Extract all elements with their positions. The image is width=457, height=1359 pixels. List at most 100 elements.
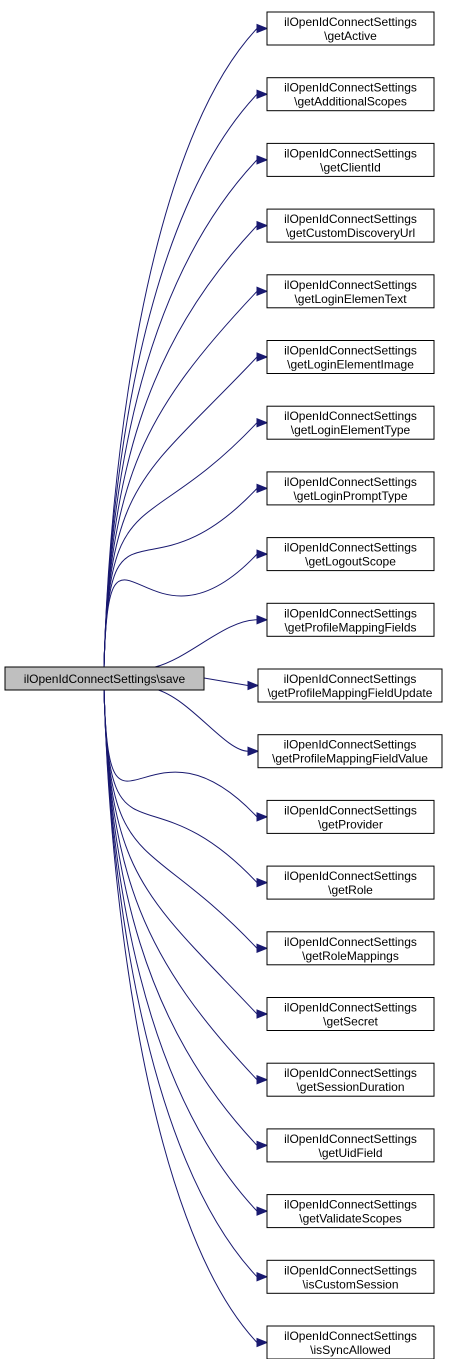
node-box	[266, 799, 435, 834]
node-class-label: ilOpenIdConnectSettings	[284, 935, 417, 949]
node-method-label: \getRoleMappings	[302, 949, 399, 963]
arrowhead-getClientId	[256, 155, 269, 165]
edge-to-getLoginElementType	[103, 422, 258, 668]
edge-to-getLoginElemenText	[103, 290, 258, 668]
node-class-label: ilOpenIdConnectSettings	[284, 672, 417, 686]
arrowhead-getSessionDuration	[256, 1074, 269, 1085]
node-class-label: ilOpenIdConnectSettings	[284, 146, 417, 160]
node-getCustomDiscoveryUrl[interactable]: ilOpenIdConnectSettings\getCustomDiscove…	[266, 208, 435, 243]
node-class-label: ilOpenIdConnectSettings	[284, 738, 417, 752]
edge-to-getLoginPromptType	[103, 488, 258, 668]
edge-to-getValidateScopes	[103, 688, 258, 1212]
node-class-label: ilOpenIdConnectSettings	[284, 15, 417, 29]
node-class-label: ilOpenIdConnectSettings	[284, 1198, 417, 1212]
node-box	[266, 1325, 435, 1359]
node-box	[266, 11, 435, 46]
arrowhead-getLoginElemenText	[256, 286, 269, 297]
node-method-label: \getProfileMappingFieldUpdate	[268, 686, 433, 700]
node-getClientId[interactable]: ilOpenIdConnectSettings\getClientId	[266, 142, 435, 177]
node-method-label: \getSecret	[323, 1015, 378, 1029]
node-class-label: ilOpenIdConnectSettings	[284, 803, 417, 817]
node-box	[266, 537, 435, 572]
node-getSessionDuration[interactable]: ilOpenIdConnectSettings\getSessionDurati…	[266, 1062, 435, 1097]
node-box	[266, 77, 435, 112]
node-box	[257, 668, 443, 703]
node-getRole[interactable]: ilOpenIdConnectSettings\getRole	[266, 865, 435, 900]
edge-to-getProfileMappingFieldValue	[154, 688, 249, 752]
node-method-label: \getClientId	[320, 160, 381, 174]
node-method-label: \getProfileMappingFields	[284, 620, 416, 634]
node-box	[266, 471, 435, 506]
edge-to-getProfileMappingFieldUpdate	[203, 677, 249, 686]
node-method-label: \getCustomDiscoveryUrl	[286, 226, 415, 240]
node-box	[266, 997, 435, 1031]
edge-to-getLoginElementImage	[103, 356, 258, 668]
node-method-label: \getRole	[328, 883, 373, 897]
arrowhead-getProfileMappingFieldValue	[247, 746, 260, 756]
node-isSyncAllowed[interactable]: ilOpenIdConnectSettings\isSyncAllowed	[266, 1325, 435, 1359]
node-box	[266, 931, 435, 966]
arrowhead-getLoginPromptType	[256, 483, 269, 494]
edge-to-getLogoutScope	[103, 553, 258, 668]
arrowhead-getProvider	[256, 812, 269, 822]
arrowhead-getValidateScopes	[256, 1206, 269, 1216]
node-getLoginPromptType[interactable]: ilOpenIdConnectSettings\getLoginPromptTy…	[266, 471, 435, 506]
node-getLoginElemenText[interactable]: ilOpenIdConnectSettings\getLoginElemenTe…	[266, 274, 435, 309]
node-box	[266, 142, 435, 177]
node-method-label: \getProfileMappingFieldValue	[272, 752, 428, 766]
edge-to-getClientId	[103, 159, 258, 668]
node-box	[257, 734, 443, 769]
node-method-label: \getAdditionalScopes	[294, 95, 407, 109]
edge-to-getProvider	[103, 688, 258, 818]
arrowhead-getLogoutScope	[256, 549, 269, 559]
node-class-label: ilOpenIdConnectSettings	[284, 1066, 417, 1080]
node-class-label: ilOpenIdConnectSettings	[284, 1263, 417, 1277]
arrowhead-getProfileMappingFields	[256, 615, 269, 625]
node-getUidField[interactable]: ilOpenIdConnectSettings\getUidField	[266, 1128, 435, 1163]
node-box	[266, 405, 435, 440]
arrowhead-getLoginElementType	[256, 417, 269, 428]
node-method-label: \getLoginElementType	[291, 423, 411, 437]
node-getProfileMappingFieldValue[interactable]: ilOpenIdConnectSettings\getProfileMappin…	[257, 734, 443, 769]
node-getAdditionalScopes[interactable]: ilOpenIdConnectSettings\getAdditionalSco…	[266, 77, 435, 112]
node-class-label: ilOpenIdConnectSettings	[284, 409, 417, 423]
edge-to-isSyncAllowed	[103, 688, 258, 1343]
node-box	[266, 602, 435, 637]
arrowhead-getAdditionalScopes	[256, 89, 269, 99]
node-class-label: ilOpenIdConnectSettings	[284, 344, 417, 358]
root-node-label: ilOpenIdConnectSettings\save	[24, 672, 186, 686]
node-getValidateScopes[interactable]: ilOpenIdConnectSettings\getValidateScope…	[266, 1194, 435, 1229]
node-class-label: ilOpenIdConnectSettings	[284, 541, 417, 555]
node-method-label: \isCustomSession	[302, 1277, 398, 1291]
node-getLoginElementImage[interactable]: ilOpenIdConnectSettings\getLoginElementI…	[266, 340, 435, 374]
arrowhead-getUidField	[256, 1140, 269, 1151]
node-method-label: \getUidField	[318, 1146, 382, 1160]
node-class-label: ilOpenIdConnectSettings	[284, 1329, 417, 1343]
node-isCustomSession[interactable]: ilOpenIdConnectSettings\isCustomSession	[266, 1259, 435, 1294]
node-getLoginElementType[interactable]: ilOpenIdConnectSettings\getLoginElementT…	[266, 405, 435, 440]
node-method-label: \getLoginElemenText	[294, 292, 407, 306]
node-class-label: ilOpenIdConnectSettings	[284, 278, 417, 292]
arrowhead-isCustomSession	[256, 1272, 269, 1282]
node-box	[266, 340, 435, 374]
node-getRoleMappings[interactable]: ilOpenIdConnectSettings\getRoleMappings	[266, 931, 435, 966]
node-box	[266, 208, 435, 243]
arrowhead-getCustomDiscoveryUrl	[256, 220, 269, 231]
edge-to-getSessionDuration	[103, 688, 258, 1081]
node-class-label: ilOpenIdConnectSettings	[284, 606, 417, 620]
node-getProfileMappingFieldUpdate[interactable]: ilOpenIdConnectSettings\getProfileMappin…	[257, 668, 443, 703]
node-getLogoutScope[interactable]: ilOpenIdConnectSettings\getLogoutScope	[266, 537, 435, 572]
nodes-layer: ilOpenIdConnectSettings\getActiveilOpenI…	[257, 11, 443, 1359]
node-getSecret[interactable]: ilOpenIdConnectSettings\getSecret	[266, 997, 435, 1031]
edge-to-getRole	[103, 688, 258, 883]
node-getProvider[interactable]: ilOpenIdConnectSettings\getProvider	[266, 799, 435, 834]
node-box	[266, 1128, 435, 1163]
arrowhead-getRoleMappings	[256, 943, 269, 954]
node-getProfileMappingFields[interactable]: ilOpenIdConnectSettings\getProfileMappin…	[266, 602, 435, 637]
node-class-label: ilOpenIdConnectSettings	[284, 81, 417, 95]
node-box	[266, 274, 435, 309]
edge-to-getActive	[103, 28, 258, 668]
node-getActive[interactable]: ilOpenIdConnectSettings\getActive	[266, 11, 435, 46]
edge-to-isCustomSession	[103, 688, 258, 1278]
root-node[interactable]: ilOpenIdConnectSettings\save	[4, 666, 205, 691]
